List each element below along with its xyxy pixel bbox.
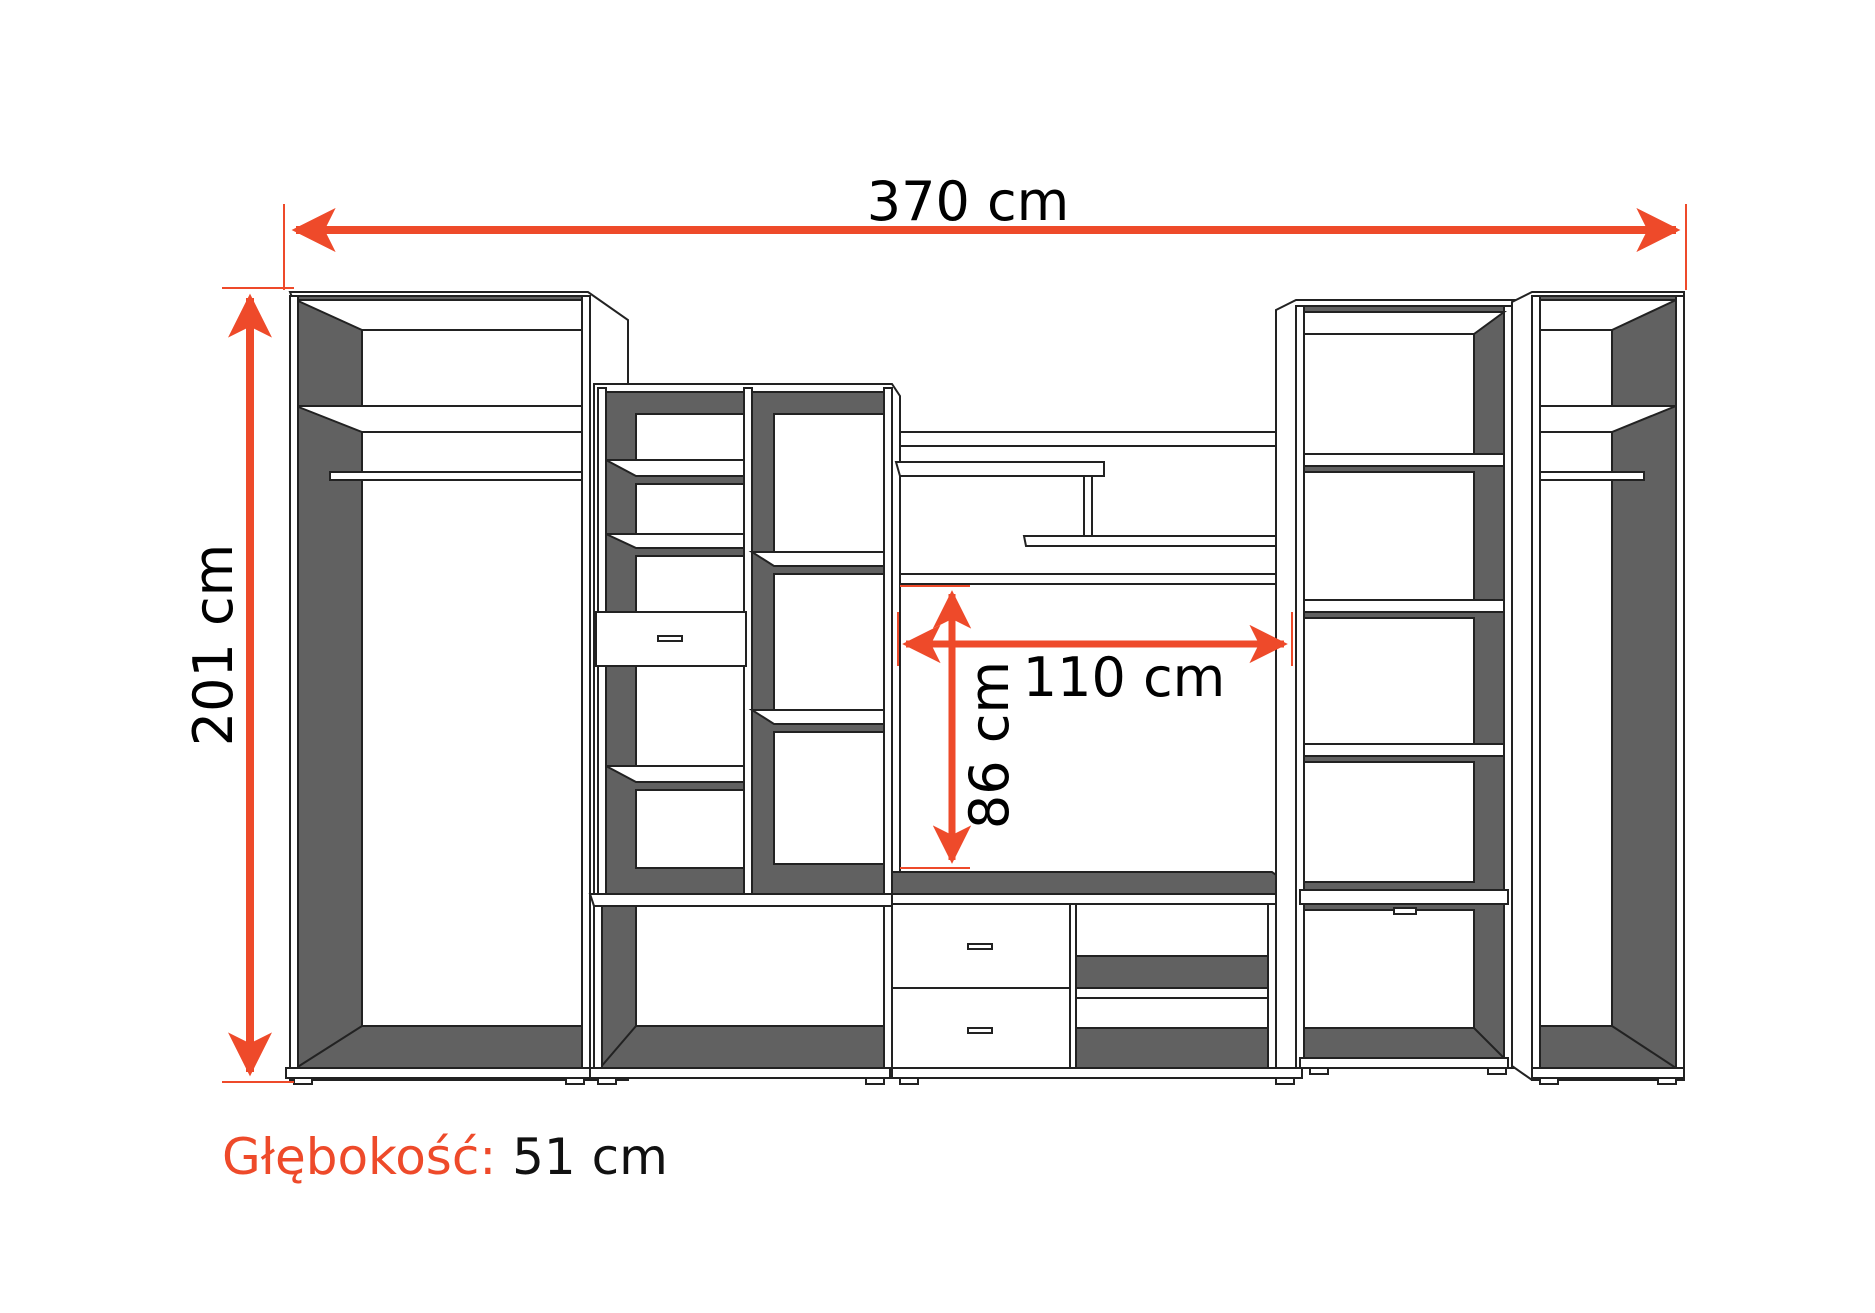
total-height-label: 201 cm (182, 544, 245, 747)
tv-niche-width-label: 110 cm (1023, 646, 1226, 709)
depth-value: 51 cm (512, 1128, 668, 1186)
dimension-total-height: 201 cm (182, 287, 294, 1083)
dimension-tv-niche-height: 86 cm (900, 585, 1021, 869)
tv-niche-height-label: 86 cm (958, 661, 1021, 829)
total-width-label: 370 cm (867, 170, 1070, 233)
right-wardrobe (1511, 291, 1685, 1085)
right-shelving-unit (1275, 299, 1521, 1075)
depth-label: Głębokość: (222, 1128, 497, 1186)
depth-info: Głębokość: 51 cm (222, 1128, 668, 1186)
central-tv-unit (891, 431, 1306, 1085)
left-shelving-unit (588, 383, 902, 1085)
left-wardrobe (285, 291, 629, 1085)
dimension-total-width: 370 cm (283, 170, 1687, 290)
